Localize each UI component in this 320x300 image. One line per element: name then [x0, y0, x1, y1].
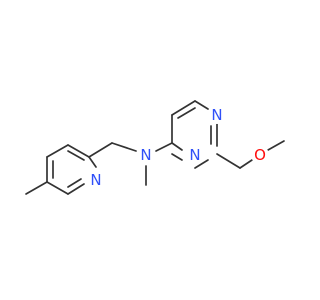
bond — [46, 181, 69, 195]
atom-label: N — [140, 146, 151, 164]
atom-pyrimidine-nitrogen-top: N — [208, 106, 226, 124]
bond — [67, 150, 85, 161]
bond — [111, 142, 137, 152]
atom-pyrimidine-nitrogen-bottom: N — [186, 146, 204, 164]
bond — [171, 153, 183, 161]
bond — [194, 159, 209, 169]
structure-canvas: N N N N O — [25, 100, 285, 195]
atom-label: O — [254, 146, 266, 164]
bond — [67, 178, 82, 188]
bond — [67, 144, 90, 158]
bond-layer — [25, 100, 285, 195]
atom-label: N — [211, 106, 222, 124]
atom-label: N — [90, 171, 101, 189]
atom-amine-nitrogen: N — [137, 146, 155, 164]
bond — [25, 181, 48, 195]
atom-label: N — [189, 146, 200, 164]
bond — [239, 159, 253, 169]
bond — [267, 140, 285, 151]
molecule-diagram: N N N N O — [25, 100, 285, 195]
bond — [155, 142, 173, 152]
bond — [67, 183, 85, 195]
atom-pyridine-nitrogen: N — [87, 171, 105, 189]
bond — [171, 100, 196, 116]
bond — [177, 107, 196, 119]
bond — [216, 153, 241, 169]
atom-methoxy-oxygen: O — [251, 146, 269, 164]
atom-layer: N N N N O — [87, 106, 269, 189]
bond — [46, 144, 69, 158]
bond — [88, 142, 113, 158]
bond — [194, 100, 209, 110]
bond — [88, 156, 97, 168]
bond — [171, 142, 183, 151]
